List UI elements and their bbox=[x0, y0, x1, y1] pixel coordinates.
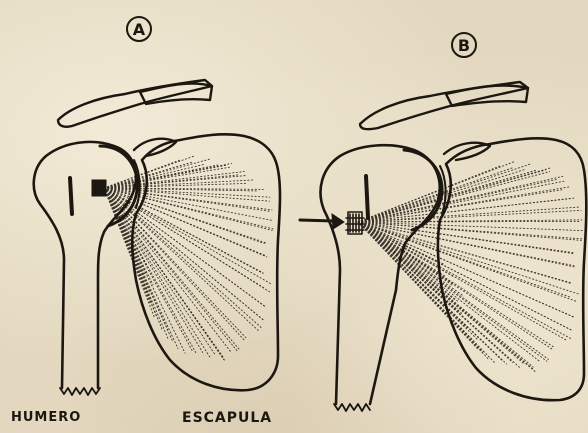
muscle-fiber bbox=[358, 222, 513, 362]
muscle-fiber bbox=[104, 188, 262, 329]
muscle-fiber bbox=[358, 176, 563, 222]
muscle-fiber bbox=[358, 221, 580, 222]
muscle-fiber bbox=[104, 164, 204, 188]
panel-a-humerus bbox=[34, 142, 136, 388]
muscle-fiber bbox=[358, 190, 562, 222]
muscle-fiber bbox=[358, 222, 583, 231]
panel-b-muscle-fibers bbox=[358, 162, 583, 372]
panel-b-drawing bbox=[321, 82, 587, 411]
muscle-fiber bbox=[358, 198, 576, 222]
muscle-fiber bbox=[358, 222, 572, 298]
muscle-fiber bbox=[104, 188, 192, 350]
muscle-fiber bbox=[104, 188, 264, 244]
muscle-fiber bbox=[358, 172, 550, 222]
muscle-fiber bbox=[358, 222, 472, 339]
panel-a-tendon-insertion bbox=[92, 180, 106, 196]
muscle-fiber bbox=[104, 172, 244, 189]
muscle-fiber bbox=[104, 156, 194, 188]
panel-a-muscle-fibers bbox=[104, 156, 273, 362]
muscle-fiber bbox=[358, 222, 507, 364]
panel-a-humerus-groove bbox=[70, 178, 72, 214]
panel-a-clavicle bbox=[58, 80, 212, 127]
label-escapula: ESCAPULA bbox=[182, 410, 272, 426]
panel-a-humerus-base bbox=[60, 388, 100, 395]
muscle-fiber bbox=[104, 188, 239, 349]
muscle-fiber bbox=[104, 188, 267, 257]
muscle-fiber bbox=[104, 188, 238, 351]
muscle-fiber bbox=[358, 222, 483, 352]
panel-a-drawing bbox=[34, 80, 280, 395]
panel-b-humerus-base bbox=[334, 404, 370, 411]
muscle-fiber bbox=[358, 222, 547, 361]
muscle-fiber bbox=[104, 188, 258, 330]
muscle-fiber bbox=[358, 222, 578, 302]
muscle-fiber bbox=[358, 222, 445, 276]
muscle-fiber bbox=[358, 179, 558, 222]
arrow-right-icon bbox=[300, 214, 344, 229]
muscle-fiber bbox=[104, 167, 230, 188]
muscle-fiber bbox=[104, 188, 266, 307]
muscle-fiber bbox=[104, 188, 231, 352]
muscle-fiber bbox=[358, 222, 548, 359]
muscle-fiber bbox=[104, 188, 168, 330]
muscle-fiber bbox=[358, 222, 580, 295]
muscle-fiber bbox=[104, 188, 147, 266]
panel-b-staples bbox=[346, 212, 364, 234]
muscle-fiber bbox=[104, 188, 244, 340]
muscle-fiber bbox=[104, 188, 264, 320]
panel-a-scapula bbox=[132, 134, 280, 390]
label-humero: HUMERO bbox=[11, 410, 81, 425]
panel-b-clavicle bbox=[360, 82, 528, 129]
panel-b-scapula bbox=[438, 138, 586, 400]
panel-b-humerus-groove bbox=[366, 176, 368, 218]
